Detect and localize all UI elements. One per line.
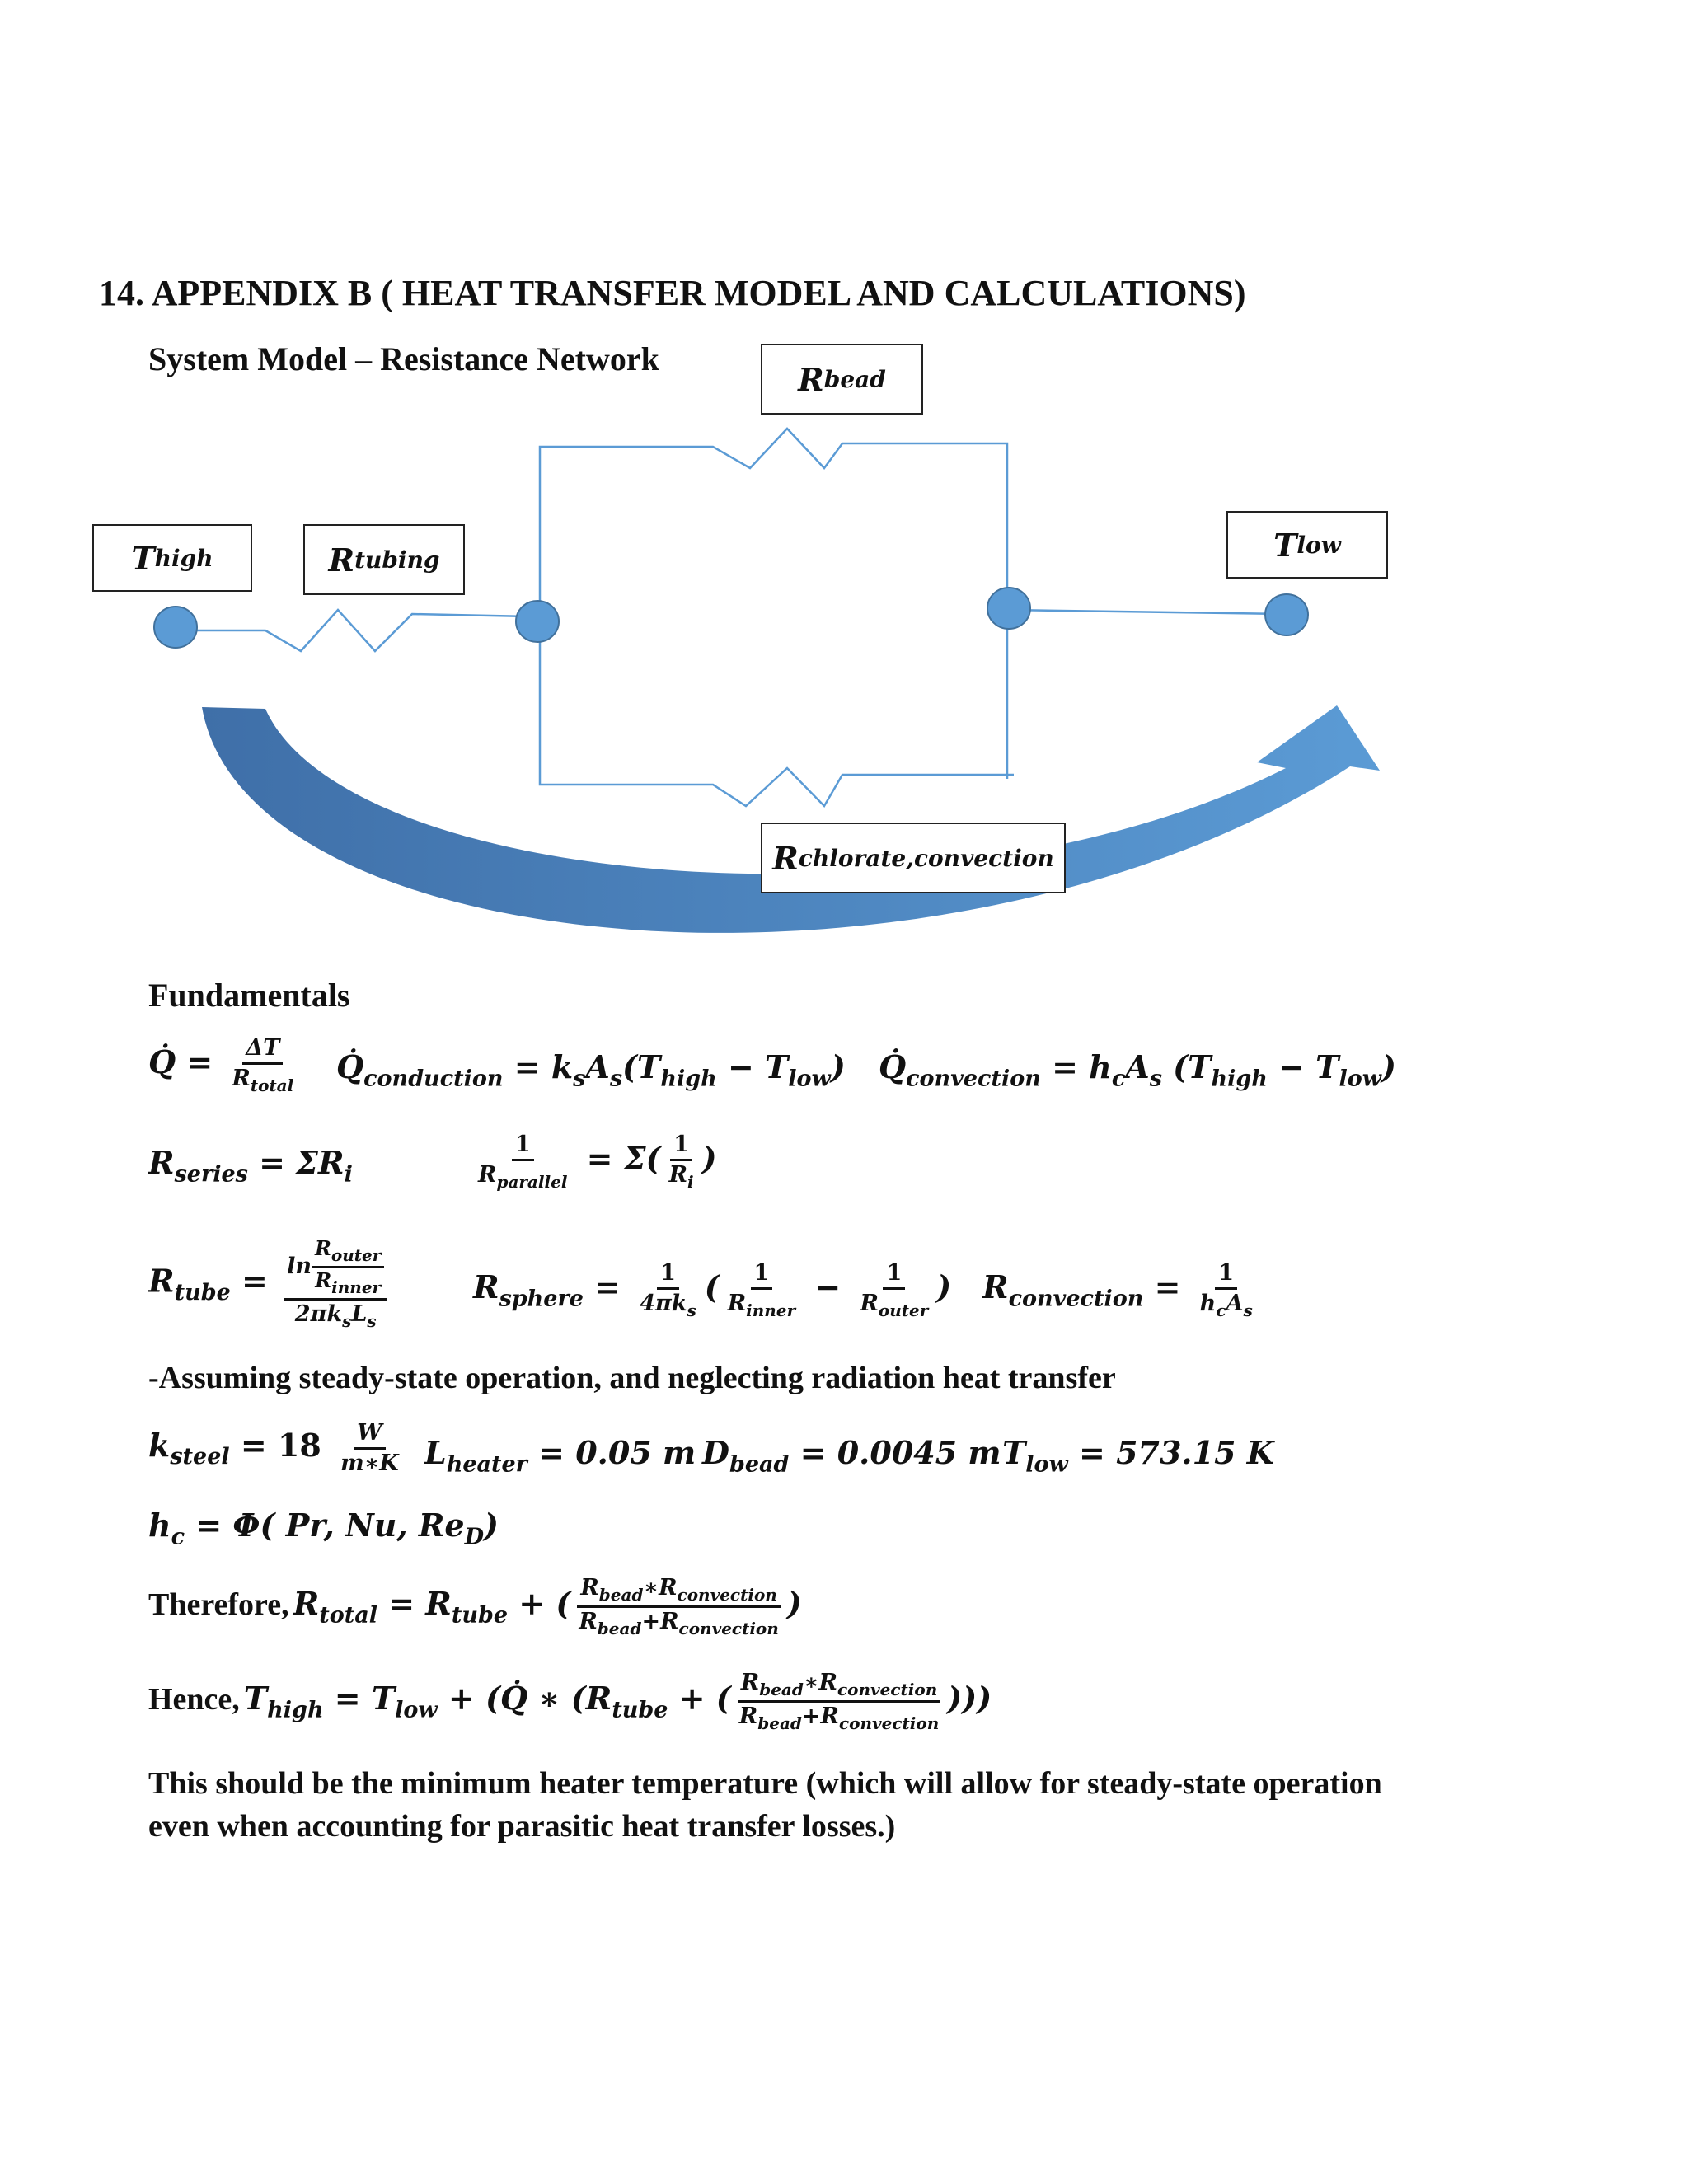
eq-hc-function: hc = Φ( Pr, Nu, ReD) [148,1507,499,1550]
node-left-junction [515,600,560,643]
circuit-nodes [153,587,1309,649]
appendix-heading: 14. APPENDIX B ( HEAT TRANSFER MODEL AND… [99,273,1246,313]
eq-t-high: Hence, Thigh = Tlow + (Q̇ ∗ (Rtube + (Rb… [148,1670,992,1733]
assumption-text: -Assuming steady-state operation, and ne… [148,1361,1116,1395]
system-model-title: System Model – Resistance Network [148,340,659,377]
l-heater-value: Lheater = 0.05 m [424,1434,696,1478]
eq-convection: Q̇convection = hcAs (Thigh − Tlow) [879,1048,1396,1092]
eq-total-resistance: Therefore, Rtotal = Rtube + (Rbead∗Rconv… [148,1575,802,1638]
conclusion-line-1: This should be the minimum heater temper… [148,1766,1382,1801]
eq-conduction: Q̇conduction = ksAs(Thigh − Tlow) [336,1048,846,1092]
node-right-junction [987,587,1031,630]
conclusion-line-2: even when accounting for parasitic heat … [148,1809,896,1844]
resistance-network-diagram [153,427,1380,933]
fundamentals-title: Fundamentals [148,977,350,1014]
node-low [1264,593,1309,636]
node-high [153,606,198,649]
heat-flow-arrow [202,705,1380,933]
d-bead-value: Dbead = 0.0045 m [702,1434,1001,1478]
eq-series-resistance: Rseries = ΣRi [148,1144,353,1188]
t-low-value: Tlow = 573.15 K [1002,1434,1274,1478]
circuit-wires [175,427,1287,808]
